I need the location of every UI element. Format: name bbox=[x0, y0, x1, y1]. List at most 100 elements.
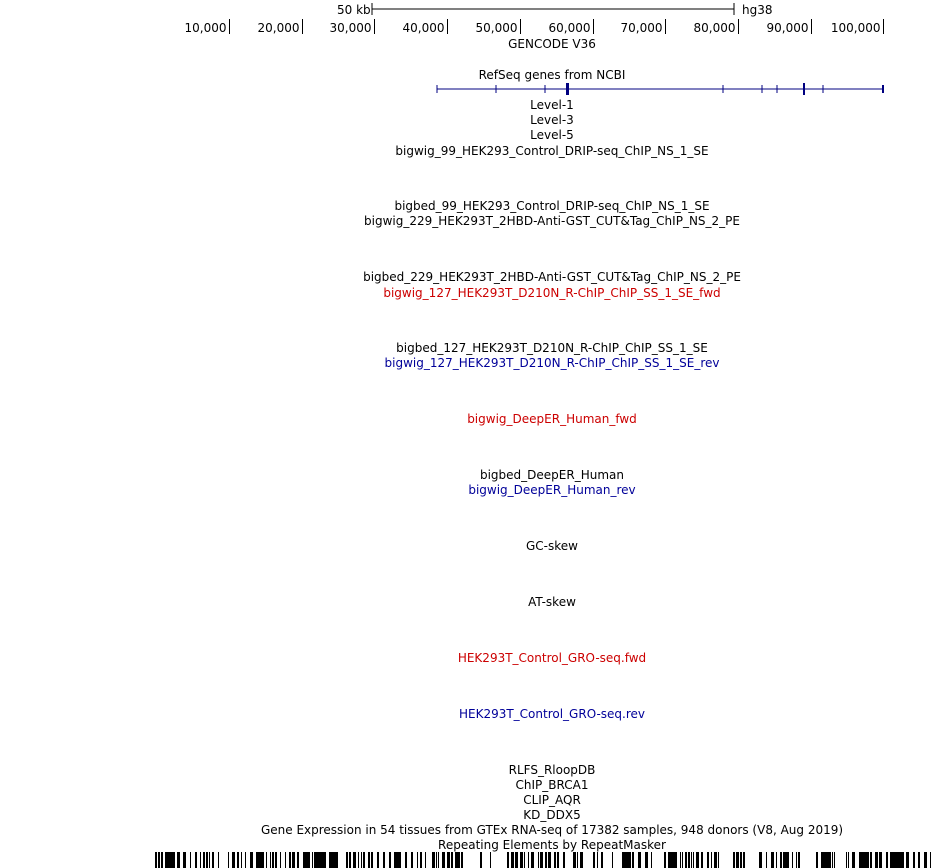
track-label-gc-skew[interactable]: GC-skew bbox=[526, 539, 578, 553]
repeat-element bbox=[859, 852, 869, 868]
repeat-element bbox=[913, 852, 915, 868]
repeat-element bbox=[577, 852, 578, 868]
track-label-deeper-rev[interactable]: bigwig_DeepER_Human_rev bbox=[468, 483, 636, 497]
track-label-level-3[interactable]: Level-3 bbox=[530, 113, 574, 127]
track-label-repeatmasker[interactable]: Repeating Elements by RepeatMasker bbox=[438, 838, 666, 852]
repeat-element bbox=[573, 852, 576, 868]
repeat-element bbox=[358, 852, 359, 868]
repeat-element bbox=[266, 852, 267, 868]
repeat-element bbox=[531, 852, 534, 868]
repeat-element bbox=[821, 852, 831, 868]
track-label-deeper-fwd[interactable]: bigwig_DeepER_Human_fwd bbox=[467, 412, 637, 426]
repeat-element bbox=[622, 852, 631, 868]
exon-block bbox=[803, 83, 805, 95]
track-label-bigwig-229[interactable]: bigwig_229_HEK293T_2HBD-Anti-GST_CUT&Tag… bbox=[364, 214, 740, 228]
repeat-element bbox=[461, 852, 463, 868]
exon-block bbox=[566, 83, 569, 95]
repeat-element bbox=[832, 852, 833, 868]
repeat-element bbox=[272, 852, 274, 868]
repeat-element bbox=[161, 852, 163, 868]
repeat-element bbox=[798, 852, 800, 868]
track-label-bigwig-127-fwd[interactable]: bigwig_127_HEK293T_D210N_R-ChIP_ChIP_SS_… bbox=[383, 286, 721, 300]
track-label-refseq[interactable]: RefSeq genes from NCBI bbox=[478, 68, 626, 82]
repeat-element bbox=[218, 852, 219, 868]
repeat-element bbox=[280, 852, 281, 868]
track-label-rlfs[interactable]: RLFS_RloopDB bbox=[508, 763, 596, 777]
repeat-element bbox=[438, 852, 439, 868]
track-label-gencode[interactable]: GENCODE V36 bbox=[508, 37, 596, 51]
track-label-gro-seq-fwd[interactable]: HEK293T_Control_GRO-seq.fwd bbox=[457, 651, 647, 665]
repeat-element bbox=[480, 852, 482, 868]
repeat-element bbox=[638, 852, 641, 868]
track-label-level-1[interactable]: Level-1 bbox=[530, 98, 574, 112]
repeatmasker-features[interactable] bbox=[0, 852, 950, 868]
ruler-tick-label: 50,000 bbox=[476, 21, 518, 35]
repeat-element bbox=[664, 852, 666, 868]
track-label-clip-aqr[interactable]: CLIP_AQR bbox=[523, 793, 581, 807]
repeat-element bbox=[212, 852, 214, 868]
track-label-level-5[interactable]: Level-5 bbox=[530, 128, 574, 142]
repeat-element bbox=[270, 852, 271, 868]
repeat-element bbox=[668, 852, 677, 868]
repeat-element bbox=[691, 852, 692, 868]
repeat-element bbox=[783, 852, 789, 868]
repeat-element bbox=[601, 852, 603, 868]
track-label-chip-brca1[interactable]: ChIP_BRCA1 bbox=[515, 778, 589, 792]
ruler-tick-label: 20,000 bbox=[258, 21, 300, 35]
repeat-element bbox=[203, 852, 205, 868]
ruler-tick-label: 90,000 bbox=[767, 21, 809, 35]
repeat-element bbox=[548, 852, 551, 868]
track-label-bigbed-99[interactable]: bigbed_99_HEK293_Control_DRIP-seq_ChIP_N… bbox=[394, 199, 710, 213]
repeat-element bbox=[377, 852, 379, 868]
repeat-element bbox=[515, 852, 518, 868]
repeat-element bbox=[285, 852, 286, 868]
ruler-tick-label: 100,000 bbox=[831, 21, 881, 35]
repeat-element bbox=[256, 852, 264, 868]
repeat-element bbox=[411, 852, 413, 868]
repeat-element bbox=[930, 852, 931, 868]
repeat-element bbox=[455, 852, 460, 868]
track-label-kd-ddx5[interactable]: KD_DDX5 bbox=[523, 808, 581, 822]
track-label-deeper-bigbed[interactable]: bigbed_DeepER_Human bbox=[479, 468, 624, 482]
assembly-label: hg38 bbox=[742, 3, 773, 17]
track-label-gtex[interactable]: Gene Expression in 54 tissues from GTEx … bbox=[260, 823, 844, 837]
repeat-element bbox=[693, 852, 694, 868]
repeat-element bbox=[557, 852, 559, 868]
repeat-element bbox=[796, 852, 797, 868]
refseq-gene-model[interactable] bbox=[0, 81, 950, 97]
repeat-element bbox=[436, 852, 437, 868]
repeat-element bbox=[394, 852, 401, 868]
track-label-bigbed-229[interactable]: bigbed_229_HEK293T_2HBD-Anti-GST_CUT&Tag… bbox=[363, 270, 741, 284]
repeat-element bbox=[685, 852, 687, 868]
ruler-tick-label: 80,000 bbox=[694, 21, 736, 35]
repeat-element bbox=[707, 852, 709, 868]
repeat-element bbox=[363, 852, 365, 868]
repeat-element bbox=[870, 852, 872, 868]
repeat-element bbox=[645, 852, 648, 868]
track-label-bigwig-127-rev[interactable]: bigwig_127_HEK293T_D210N_R-ChIP_ChIP_SS_… bbox=[384, 356, 720, 370]
repeat-element bbox=[432, 852, 435, 868]
track-label-bigbed-127[interactable]: bigbed_127_HEK293T_D210N_R-ChIP_ChIP_SS_… bbox=[396, 341, 708, 355]
repeat-element bbox=[834, 852, 835, 868]
repeat-element bbox=[563, 852, 565, 868]
repeat-element bbox=[780, 852, 782, 868]
repeat-element bbox=[206, 852, 208, 868]
repeat-element bbox=[155, 852, 157, 868]
repeat-element bbox=[580, 852, 583, 868]
track-label-gro-seq-rev[interactable]: HEK293T_Control_GRO-seq.rev bbox=[458, 707, 646, 721]
repeat-element bbox=[200, 852, 201, 868]
repeat-element bbox=[349, 852, 351, 868]
repeat-element bbox=[329, 852, 338, 868]
repeat-element bbox=[538, 852, 539, 868]
exon-block bbox=[882, 85, 884, 93]
repeat-element bbox=[736, 852, 739, 868]
track-label-at-skew[interactable]: AT-skew bbox=[528, 595, 576, 609]
repeat-element bbox=[383, 852, 385, 868]
repeat-element bbox=[275, 852, 277, 868]
repeat-element bbox=[766, 852, 767, 868]
repeat-element bbox=[924, 852, 927, 868]
track-label-bigwig-99[interactable]: bigwig_99_HEK293_Control_DRIP-seq_ChIP_N… bbox=[395, 144, 709, 158]
